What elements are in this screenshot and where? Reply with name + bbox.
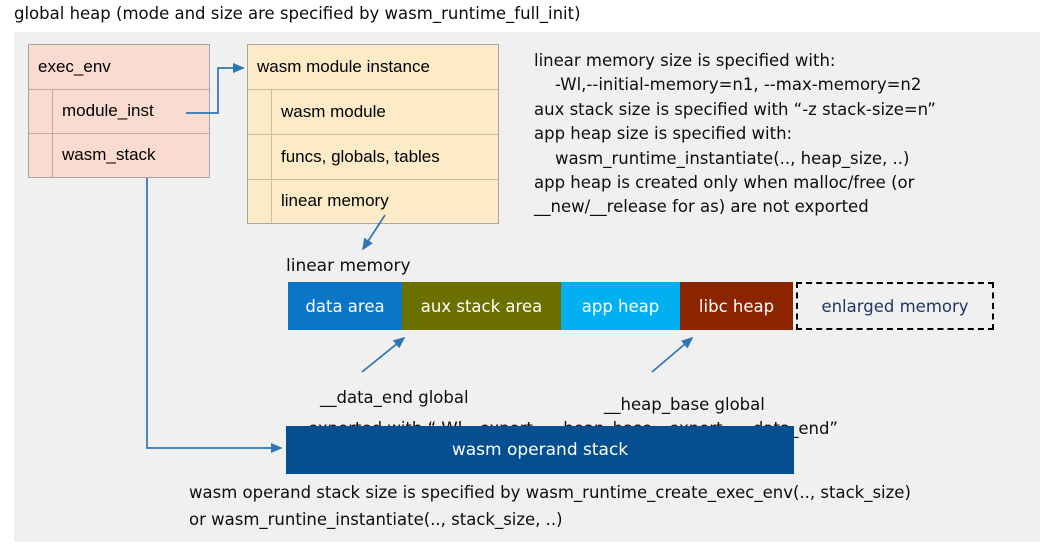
exec-env-header-label: exec_env [38, 56, 111, 76]
exec-env-header-row: exec_env [29, 45, 209, 90]
memory-segment-libc-heap: libc heap [680, 282, 793, 330]
diagram-panel: exec_env module_inst wasm_stack wasm mod… [14, 32, 1040, 542]
indent-spacer [248, 135, 272, 179]
exec-env-box: exec_env module_inst wasm_stack [28, 44, 210, 178]
annotation-heap-base: __heap_base global [604, 395, 765, 414]
module-instance-field-linear-memory: linear memory [248, 180, 498, 223]
indent-spacer [248, 180, 272, 223]
memory-segment-label: data area [305, 296, 385, 316]
wasm-operand-stack-label: wasm operand stack [451, 440, 629, 460]
memory-segment-data-area: data area [288, 282, 402, 330]
module-instance-header-label: wasm module instance [257, 56, 430, 76]
memory-segment-app-heap: app heap [561, 282, 680, 330]
operand-stack-notes: wasm operand stack size is specified by … [189, 483, 911, 529]
memory-segment-label: enlarged memory [821, 296, 969, 316]
wasm-operand-stack-bar: wasm operand stack [286, 426, 794, 474]
memory-segment-label: app heap [581, 296, 660, 316]
module-instance-header-row: wasm module instance [248, 45, 498, 90]
module-instance-field-linear-memory-label: linear memory [281, 191, 389, 211]
indent-spacer [29, 134, 53, 177]
wasm-module-instance-box: wasm module instance wasm module funcs, … [247, 44, 499, 224]
memory-segment-enlarged-memory: enlarged memory [796, 282, 994, 330]
exec-env-field-wasm-stack-label: wasm_stack [62, 145, 156, 165]
exec-env-field-module-inst-label: module_inst [62, 101, 154, 121]
linear-memory-notes: linear memory size is specified with: -W… [534, 51, 936, 217]
memory-segment-label: aux stack area [420, 296, 543, 316]
memory-segment-aux-stack-area: aux stack area [402, 282, 561, 330]
linear-memory-bar: data area aux stack area app heap libc heap… [288, 282, 994, 330]
exec-env-field-wasm-stack: wasm_stack [29, 134, 209, 177]
module-instance-field-wasm-module: wasm module [248, 90, 498, 135]
memory-segment-label: libc heap [698, 296, 775, 316]
module-instance-field-funcs-globals-tables: funcs, globals, tables [248, 135, 498, 180]
indent-spacer [248, 90, 272, 134]
indent-spacer [29, 90, 53, 133]
annotation-data-end: __data_end global [320, 388, 469, 407]
exec-env-field-module-inst: module_inst [29, 90, 209, 134]
module-instance-field-wasm-module-label: wasm module [281, 101, 386, 121]
linear-memory-caption: linear memory [286, 256, 411, 276]
module-instance-field-funcs-globals-tables-label: funcs, globals, tables [281, 146, 440, 166]
page-title: global heap (mode and size are specified… [14, 4, 581, 23]
